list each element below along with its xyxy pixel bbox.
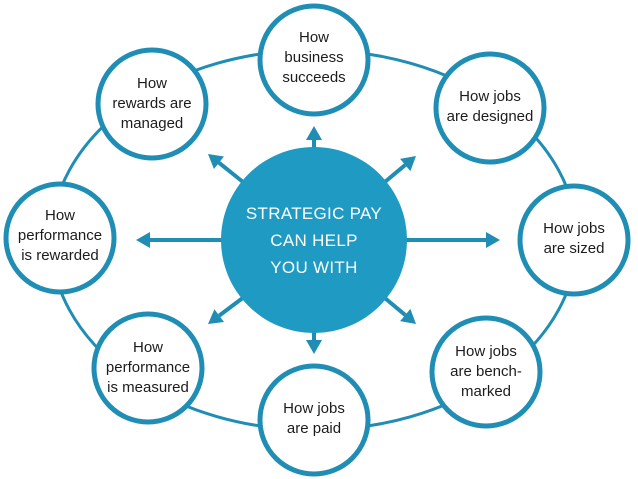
- node-circle: [257, 3, 371, 117]
- center-line-3: YOU WITH: [270, 258, 357, 277]
- node-circle: [95, 47, 209, 161]
- node-jobs-benchmarked: How jobs are bench- marked: [429, 315, 543, 429]
- node-circle: [433, 51, 547, 165]
- node-performance-measured: How performance is measured: [91, 311, 205, 425]
- node-circle: [91, 311, 205, 425]
- node-jobs-designed: How jobs are designed: [433, 51, 547, 165]
- node-label-line: How: [299, 29, 329, 46]
- arrow-left-head: [136, 232, 150, 248]
- node-business-succeeds: How business succeeds: [257, 3, 371, 117]
- node-label-line: rewards are: [112, 95, 191, 112]
- node-label-line: performance: [106, 359, 190, 376]
- node-label-line: How jobs: [543, 220, 605, 237]
- center-circle: [221, 147, 407, 333]
- node-label-line: are sized: [544, 240, 605, 257]
- node-jobs-paid: How jobs are paid: [257, 363, 371, 477]
- arrow-down-head: [306, 340, 322, 354]
- node-circle: [3, 181, 117, 295]
- arrow-down-left-head: [208, 309, 224, 324]
- arrow-up-head: [306, 126, 322, 140]
- node-circle: [517, 183, 631, 297]
- node-label-line: How: [45, 207, 75, 224]
- arrow-up-right-head: [400, 156, 416, 172]
- node-rewards-managed: How rewards are managed: [95, 47, 209, 161]
- arrow-down-right-head: [400, 308, 416, 324]
- node-label-line: How jobs: [455, 343, 517, 360]
- center-line-2: CAN HELP: [270, 231, 357, 250]
- node-label-line: How: [133, 339, 163, 356]
- node-label-line: managed: [121, 115, 184, 132]
- node-circle: [257, 363, 371, 477]
- node-label-line: business: [284, 49, 343, 66]
- node-label-line: How jobs: [283, 400, 345, 417]
- node-label-line: How jobs: [459, 88, 521, 105]
- node-performance-rewarded: How performance is rewarded: [3, 181, 117, 295]
- arrow-up-left-head: [208, 154, 224, 169]
- node-label-line: marked: [461, 383, 511, 400]
- node-label-line: are designed: [447, 108, 534, 125]
- node-label-line: How: [137, 75, 167, 92]
- node-circle: [429, 315, 543, 429]
- center-line-1: STRATEGIC PAY: [246, 204, 382, 223]
- node-label-line: performance: [18, 227, 102, 244]
- arrows-group: [136, 126, 500, 354]
- node-label-line: is measured: [107, 379, 189, 396]
- arrow-right-head: [486, 232, 500, 248]
- node-label-line: are paid: [287, 420, 341, 437]
- node-label-line: succeeds: [282, 69, 345, 86]
- node-label-line: is rewarded: [21, 247, 99, 264]
- node-label-line: are bench-: [450, 363, 522, 380]
- node-jobs-sized: How jobs are sized: [517, 183, 631, 297]
